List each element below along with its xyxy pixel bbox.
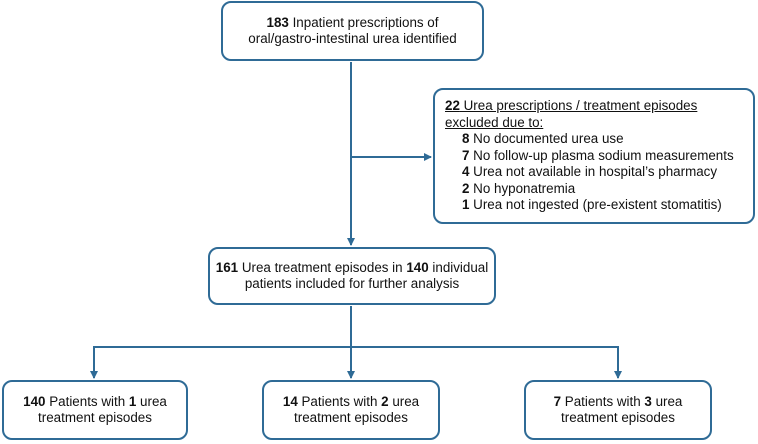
identified-line-2: oral/gastro-intestinal urea identified <box>248 31 457 46</box>
group-line-2: treatment episodes <box>561 410 675 425</box>
group-line-1: 7 Patients with 3 urea <box>554 394 683 411</box>
group-episodes-count: 3 <box>644 393 652 409</box>
included-line-2: patients included for further analysis <box>244 276 460 291</box>
group-patients-count: 140 <box>23 393 46 409</box>
group-line-2: treatment episodes <box>38 410 152 425</box>
excluded-count: 22 <box>445 98 460 113</box>
group-text-rest: urea <box>388 393 420 409</box>
included-text-rest: individual <box>428 259 489 275</box>
group-text: Patients with <box>45 393 129 409</box>
reason-count: 1 <box>462 197 470 212</box>
group-patients-count: 7 <box>553 393 562 409</box>
group-line-1: 140 Patients with 1 urea <box>23 394 167 411</box>
reason-count: 8 <box>462 131 470 146</box>
group-patients-count: 14 <box>282 393 298 409</box>
reason-text: Urea not ingested (pre-existent stomatit… <box>469 197 722 212</box>
included-episodes-box: 161 Urea treatment episodes in 140 indiv… <box>208 247 496 305</box>
exclusion-reason: 2 No hyponatremia <box>462 181 743 198</box>
exclusion-reason: 7 No follow-up plasma sodium measurement… <box>462 148 743 165</box>
identified-prescriptions-box: 183 Inpatient prescriptions of oral/gast… <box>221 1 484 61</box>
exclusion-heading-line-2: excluded due to: <box>445 114 544 130</box>
exclusion-heading: 22 Urea prescriptions / treatment episod… <box>445 98 743 115</box>
exclusion-reason: 8 No documented urea use <box>462 131 743 148</box>
reason-text: No documented urea use <box>469 131 624 146</box>
reason-count: 4 <box>462 164 470 179</box>
included-line-1: 161 Urea treatment episodes in 140 indiv… <box>216 260 488 277</box>
group-box-3-episodes: 7 Patients with 3 urea treatment episode… <box>524 380 712 440</box>
reason-text: No follow-up plasma sodium measurements <box>469 147 734 163</box>
group-episodes-count: 1 <box>128 393 137 409</box>
exclusion-reason: 1 Urea not ingested (pre-existent stomat… <box>462 197 743 214</box>
identified-line-1: 183 Inpatient prescriptions of <box>267 15 439 32</box>
group-box-2-episodes: 14 Patients with 2 urea treatment episod… <box>262 380 440 440</box>
identified-count: 183 <box>266 14 289 30</box>
group-line-1: 14 Patients with 2 urea <box>283 394 419 411</box>
group-text: Patients with <box>297 393 382 409</box>
included-episodes-count: 161 <box>215 259 239 275</box>
identified-text: Inpatient prescriptions of <box>288 14 439 30</box>
included-patients-count: 140 <box>406 259 429 275</box>
exclusion-box: 22 Urea prescriptions / treatment episod… <box>433 88 755 224</box>
group-episodes-count: 2 <box>381 393 389 409</box>
exclusion-reason: 4 Urea not available in hospital’s pharm… <box>462 164 743 181</box>
group-box-1-episode: 140 Patients with 1 urea treatment episo… <box>2 380 188 440</box>
exclusion-reasons-list: 8 No documented urea use 7 No follow-up … <box>462 131 743 214</box>
reason-text: Urea not available in hospital’s pharmac… <box>469 164 718 179</box>
included-text: Urea treatment episodes in <box>238 259 407 275</box>
group-text-rest: urea <box>651 393 683 409</box>
reason-text: No hyponatremia <box>469 180 576 196</box>
group-line-2: treatment episodes <box>294 410 408 425</box>
reason-count: 2 <box>462 180 470 196</box>
group-text-rest: urea <box>136 393 167 409</box>
group-text: Patients with <box>561 393 645 409</box>
exclusion-heading-text: Urea prescriptions / treatment episodes <box>459 98 698 113</box>
reason-count: 7 <box>462 147 470 163</box>
